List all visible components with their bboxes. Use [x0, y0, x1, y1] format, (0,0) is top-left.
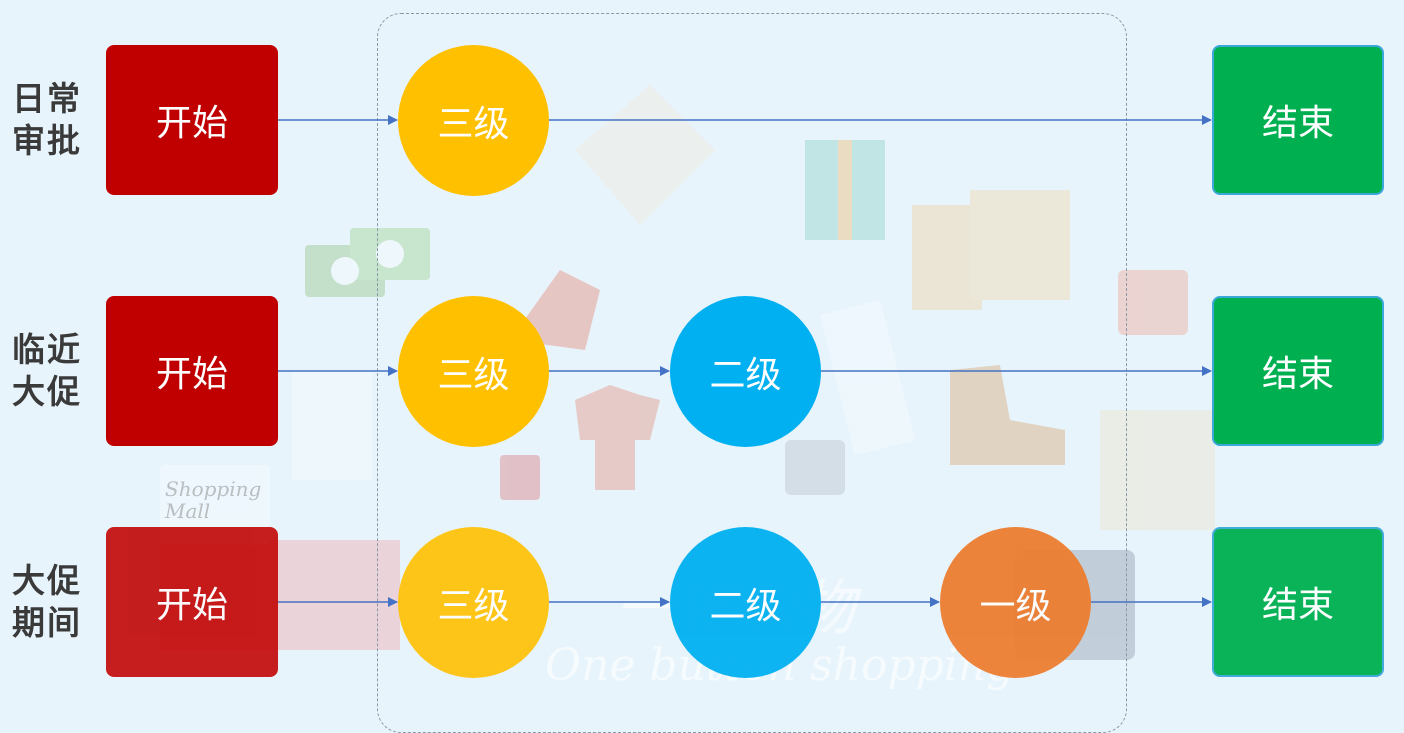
level3-node: 三级: [398, 296, 549, 447]
level1-node: 一级: [940, 527, 1091, 678]
flow-arrows: [278, 115, 1212, 607]
row-label-line1: 临近: [12, 330, 82, 369]
mall-sign-watermark: Shopping Mall: [165, 477, 262, 523]
start-node: 开始: [106, 296, 278, 446]
row-label-line2: 期间: [12, 603, 82, 642]
row-label-line1: 日常: [12, 79, 82, 118]
level2-node: 二级: [670, 527, 821, 678]
row-label: 临近 大促: [12, 329, 92, 413]
start-node: 开始: [106, 527, 278, 677]
end-node: 结束: [1212, 296, 1384, 446]
level3-node: 三级: [398, 45, 549, 196]
start-node: 开始: [106, 45, 278, 195]
level3-node: 三级: [398, 527, 549, 678]
row-label-line2: 审批: [12, 121, 82, 160]
end-node: 结束: [1212, 45, 1384, 195]
row-label-line1: 大促: [12, 561, 82, 600]
row-label-line2: 大促: [12, 372, 82, 411]
row-label: 日常 审批: [12, 78, 92, 162]
end-node: 结束: [1212, 527, 1384, 677]
row-label: 大促 期间: [12, 560, 92, 644]
level2-node: 二级: [670, 296, 821, 447]
